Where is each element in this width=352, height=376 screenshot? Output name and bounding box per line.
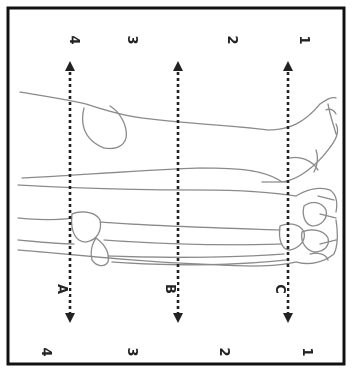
- zone-bottom-4: 4: [38, 347, 53, 356]
- section-label-a: A: [54, 284, 69, 294]
- zone-top-2: 2: [224, 35, 239, 44]
- section-label-c: C: [272, 284, 287, 294]
- section-label-b: B: [162, 284, 177, 294]
- zone-top-1: 1: [296, 35, 311, 44]
- zone-top-4: 4: [66, 35, 81, 44]
- zone-bottom-2: 2: [216, 347, 231, 356]
- zone-top-3: 3: [124, 35, 139, 44]
- zone-bottom-1: 1: [299, 347, 314, 356]
- frame-border: [8, 8, 344, 364]
- zone-bottom-3: 3: [124, 347, 139, 356]
